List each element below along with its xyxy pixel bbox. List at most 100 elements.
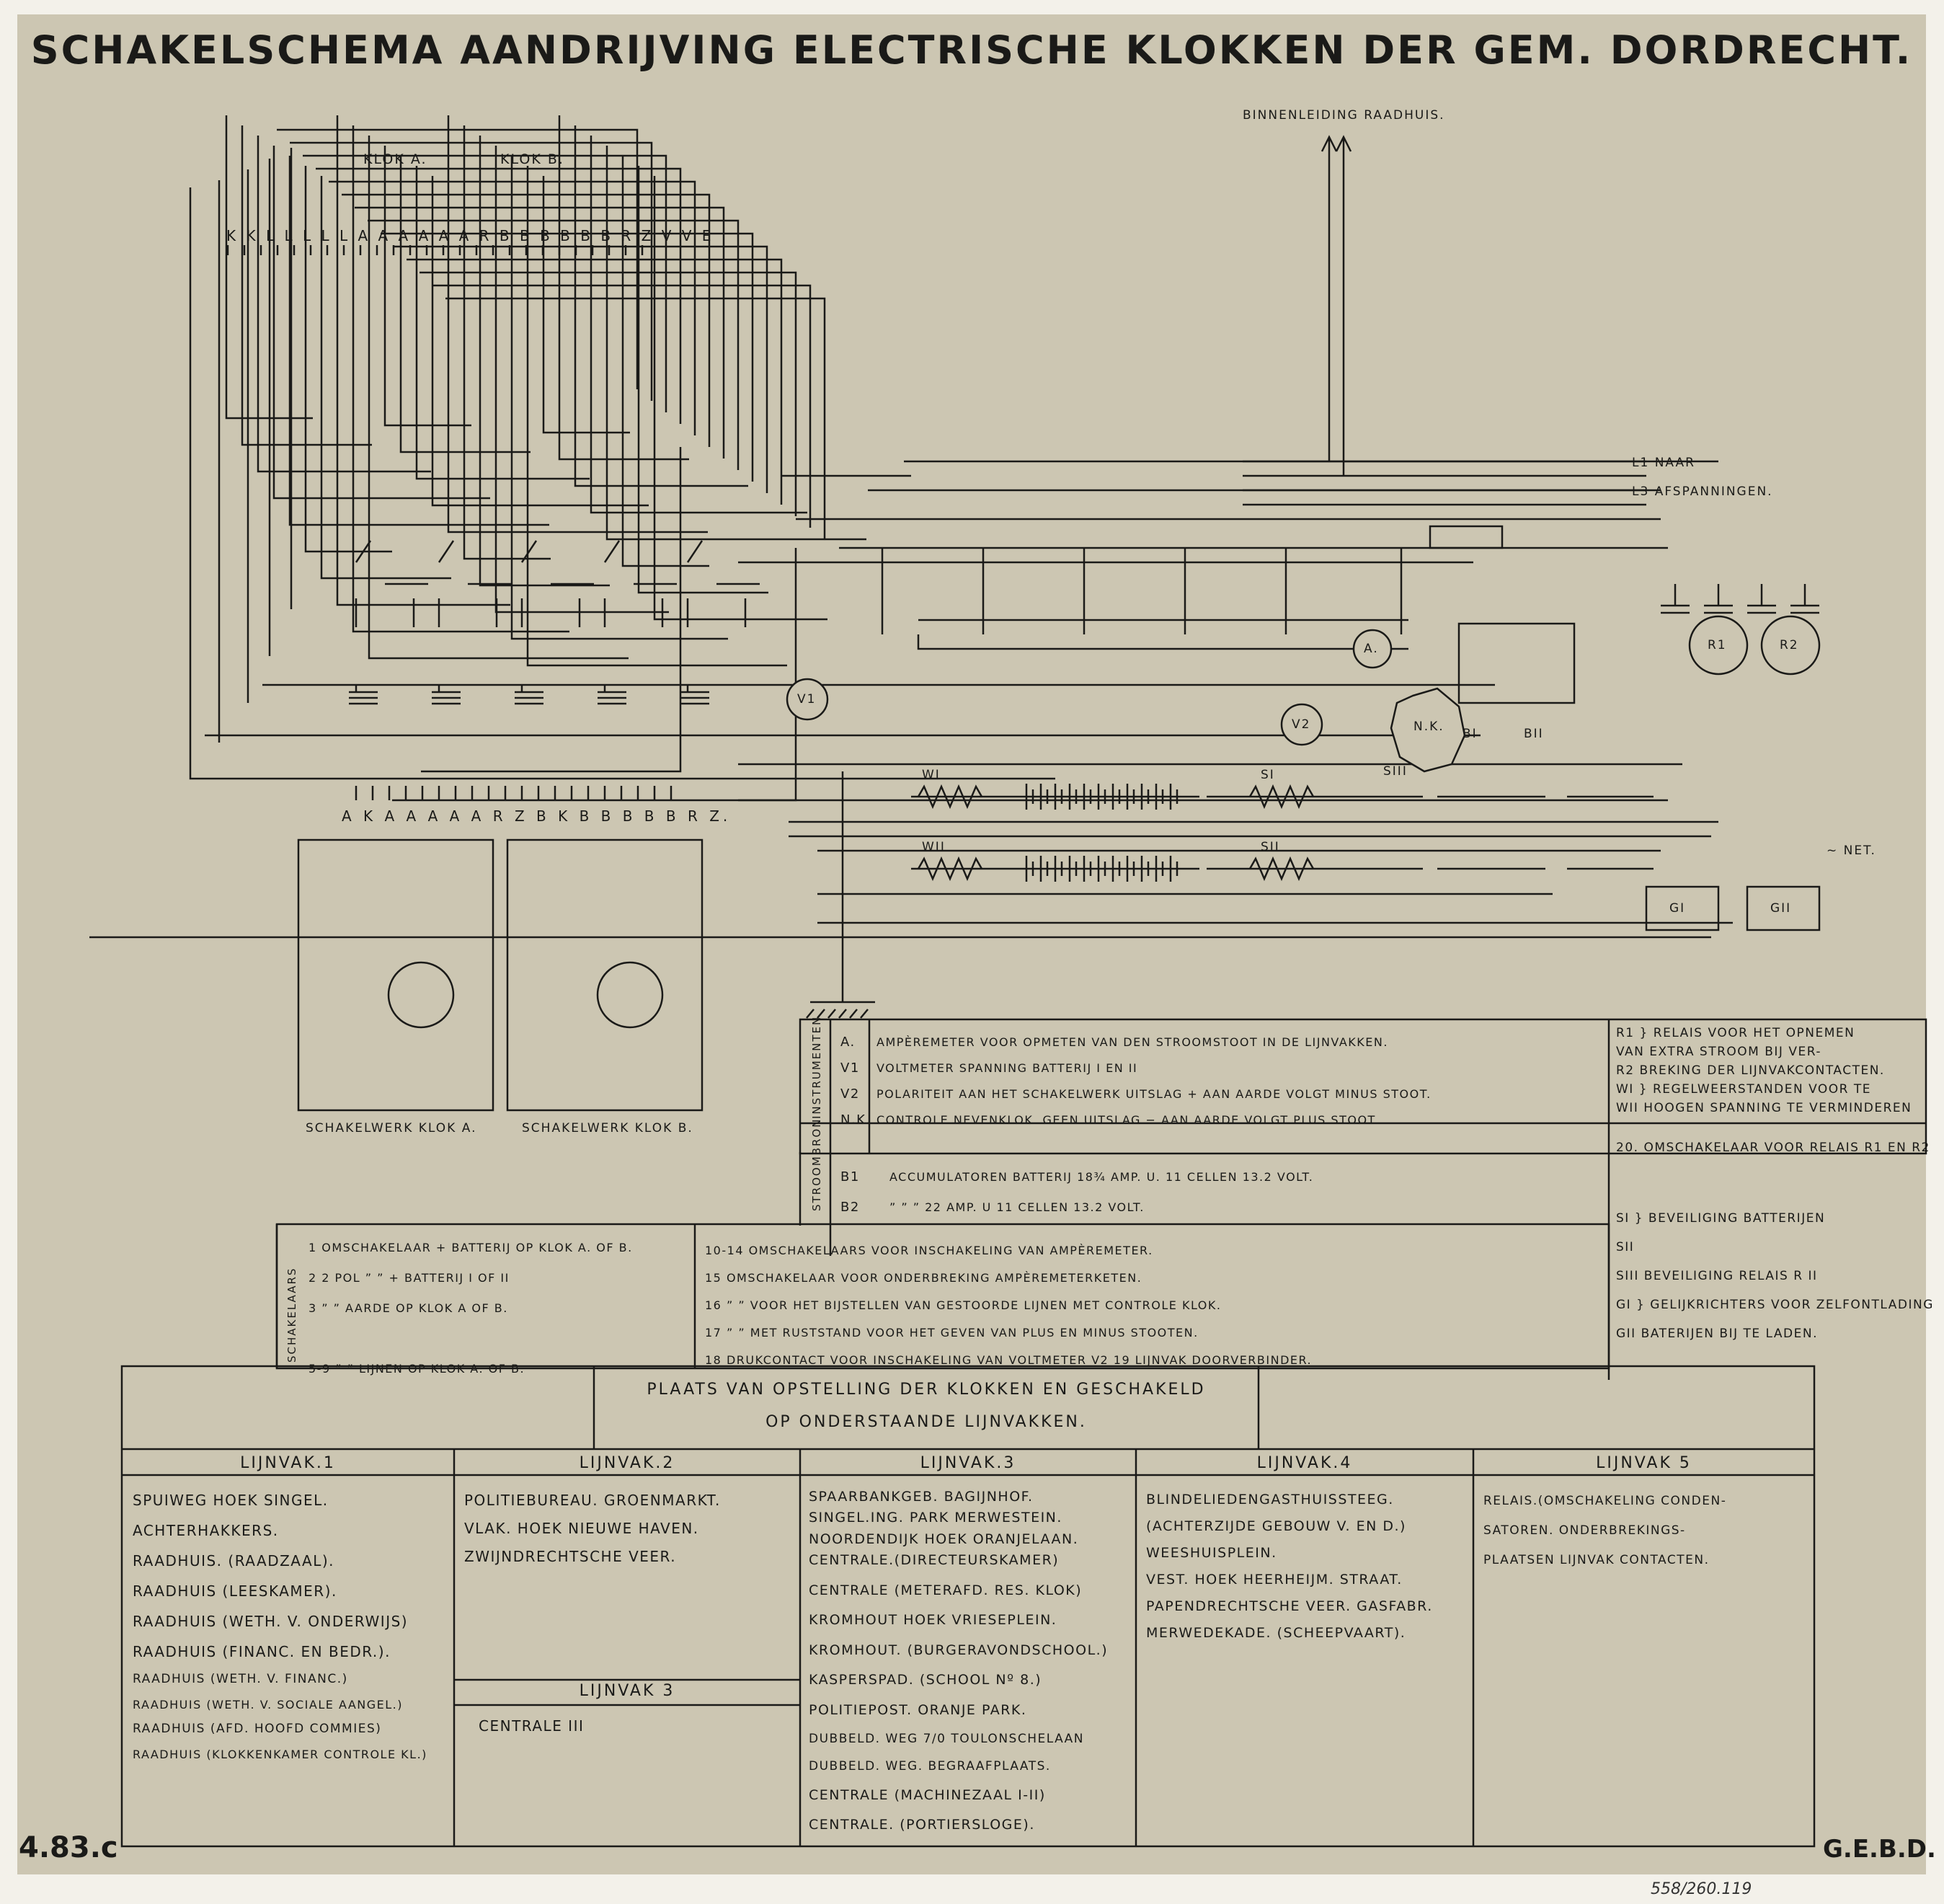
maker-initials: G.E.B.D. — [1823, 1835, 1936, 1864]
sub-row-centrale: CENTRALE III — [479, 1717, 585, 1735]
legend-text: POLARITEIT AAN HET SCHAKELWERK UITSLAG +… — [876, 1087, 1432, 1101]
list-item: RAADHUIS. (RAADZAAL). — [133, 1552, 335, 1569]
column-lijnvak-4: BLINDELIEDENGASTHUISSTEEG. (ACHTERZIJDE … — [1146, 1487, 1433, 1647]
label-s2: SII — [1261, 840, 1280, 854]
label-nk: N.K. — [1413, 719, 1444, 734]
label-r2: R2 — [1780, 638, 1799, 652]
list-item: CENTRALE. (PORTIERSLOGE). — [809, 1817, 1035, 1833]
list-item: VLAK. HOEK NIEUWE HAVEN. — [464, 1520, 699, 1537]
list-item: SINGEL.ING. PARK MERWESTEIN. — [809, 1510, 1062, 1526]
drawing-sheet: SCHAKELSCHEMA AANDRIJVING ELECTRISCHE KL… — [17, 14, 1936, 1874]
legend-text: VAN EXTRA STROOM BIJ VER- — [1616, 1045, 1821, 1059]
legend-key: V2 — [840, 1086, 860, 1102]
label-g1: GI — [1669, 901, 1686, 916]
label-naar: L1 NAAR — [1632, 456, 1695, 470]
voltmeter-v2-symbol — [1280, 703, 1323, 746]
list-item: KROMHOUT. (BURGERAVONDSCHOOL.) — [809, 1642, 1109, 1658]
label-binnenleiding: BINNENLEIDING RAADHUIS. — [1243, 108, 1445, 123]
column-lijnvak-3: SPAARBANKGEB. BAGIJNHOF. SINGEL.ING. PAR… — [809, 1487, 1108, 1836]
legend-text: 16 ” ” VOOR HET BIJSTELLEN VAN GESTOORDE… — [705, 1298, 1222, 1312]
label-klok-a: KLOK A. — [363, 151, 427, 167]
list-item: WEESHUISPLEIN. — [1146, 1545, 1277, 1562]
list-item: KROMHOUT HOEK VRIESEPLEIN. — [809, 1612, 1057, 1629]
list-item: POLITIEPOST. ORANJE PARK. — [809, 1701, 1027, 1718]
list-item: ZWIJNDRECHTSCHE VEER. — [464, 1548, 677, 1565]
terminal-ticks — [226, 245, 673, 800]
page-title: SCHAKELSCHEMA AANDRIJVING ELECTRISCHE KL… — [30, 27, 1913, 73]
legend-tag-schakelaars: SCHAKELAARS — [285, 1267, 298, 1363]
label-ammeter: A. — [1364, 642, 1379, 656]
legend-text: 5-9 ” ” LIJNEN OP KLOK A. OF B. — [309, 1362, 525, 1376]
column-lijnvak-2: POLITIEBUREAU. GROENMARKT. VLAK. HOEK NI… — [464, 1487, 721, 1571]
legend-text: GII BATERIJEN BIJ TE LADEN. — [1616, 1327, 1818, 1341]
list-item: RAADHUIS (LEESKAMER). — [133, 1582, 337, 1600]
drawing-number: 4.83.c — [19, 1831, 118, 1864]
list-item: RAADHUIS (AFD. HOOFD COMMIES) — [133, 1722, 382, 1737]
battery-cells — [1025, 784, 1179, 882]
fuse-s2 — [1248, 856, 1315, 882]
table-heading-1: PLAATS VAN OPSTELLING DER KLOKKEN EN GES… — [647, 1381, 1206, 1399]
list-item: PAPENDRECHTSCHE VEER. GASFABR. — [1146, 1598, 1433, 1615]
table-heading-2: OP ONDERSTAANDE LIJNVAKKEN. — [765, 1413, 1087, 1431]
list-item: NOORDENDIJK HOEK ORANJELAAN. — [809, 1531, 1079, 1547]
col-header-lijnvak-2: LIJNVAK.2 — [579, 1454, 675, 1472]
legend-switches-right: 10-14 OMSCHAKELAARS VOOR INSCHAKELING VA… — [705, 1237, 1312, 1374]
legend-key: A. — [840, 1035, 856, 1050]
legend-relais: R1 } RELAIS VOOR HET OPNEMEN VAN EXTRA S… — [1616, 1024, 1912, 1117]
list-item: SPUIWEG HOEK SINGEL. — [133, 1492, 329, 1509]
legend-text: 2 2 POL ” ” + BATTERIJ I OF II — [309, 1271, 510, 1285]
label-net: ~ NET. — [1827, 843, 1876, 858]
list-item: BLINDELIEDENGASTHUISSTEEG. — [1146, 1492, 1394, 1507]
legend-text: CONTROLE NEVENKLOK. GEEN UITSLAG − AAN A… — [876, 1113, 1380, 1127]
label-afspanningen: L3 AFSPANNINGEN. — [1632, 484, 1773, 499]
legend-text: 1 OMSCHAKELAAR + BATTERIJ OP KLOK A. OF … — [309, 1241, 633, 1254]
voltmeter-v1-symbol — [786, 678, 829, 721]
legend-key: V1 — [840, 1061, 860, 1076]
legend-text: 18 DRUKCONTACT VOOR INSCHAKELING VAN VOL… — [705, 1353, 1313, 1367]
terminal-row-top: K K L L L L L A A A A A A R B B B B B B … — [226, 227, 714, 244]
battery-row-1 — [911, 795, 1654, 870]
list-item: MERWEDEKADE. (SCHEEPVAART). — [1146, 1625, 1406, 1642]
legend-instrument-keys: A. V1 V2 N.K. — [840, 1030, 871, 1133]
legend-text: 15 OMSCHAKELAAR VOOR ONDERBREKING AMPÈRE… — [705, 1271, 1142, 1285]
label-schakelwerk-b: SCHAKELWERK KLOK B. — [522, 1121, 693, 1135]
legend-beveiliging: SI } BEVEILIGING BATTERIJEN SII SIII BEV… — [1616, 1204, 1934, 1348]
legend-tag-instrumenten: INSTRUMENTEN — [810, 1015, 823, 1119]
label-w2: WII — [922, 840, 946, 854]
legend-text: 17 ” ” MET RUSTSTAND VOOR HET GEVEN VAN … — [705, 1326, 1199, 1340]
label-r1: R1 — [1708, 638, 1727, 652]
list-item: RELAIS.(OMSCHAKELING CONDEN- — [1483, 1494, 1727, 1508]
label-v2: V2 — [1292, 717, 1311, 732]
label-schakelwerk-a: SCHAKELWERK KLOK A. — [306, 1121, 477, 1135]
ammeter-symbol — [1352, 629, 1393, 669]
relay-r1-symbol — [1688, 615, 1749, 676]
legend-switches-left: 1 OMSCHAKELAAR + BATTERIJ OP KLOK A. OF … — [309, 1233, 633, 1384]
circuit-diagram — [89, 115, 1927, 1848]
label-klok-b: KLOK B. — [500, 151, 564, 167]
list-item: RAADHUIS (WETH. V. FINANC.) — [133, 1672, 348, 1686]
legend-tag-stroombron: STROOMBRON — [810, 1117, 823, 1211]
list-item: DUBBELD. WEG 7/0 TOULONSCHELAAN — [809, 1731, 1085, 1746]
list-item: CENTRALE.(DIRECTEURSKAMER) — [809, 1552, 1060, 1569]
label-b1: BI — [1463, 727, 1478, 741]
label-s3: SIII — [1383, 764, 1408, 779]
legend-source-keys: B1 B2 — [840, 1162, 860, 1223]
col-header-lijnvak-3: LIJNVAK.3 — [920, 1454, 1016, 1472]
legend-text: ACCUMULATOREN BATTERIJ 18¾ AMP. U. 11 CE… — [889, 1170, 1314, 1184]
legend-text: WI } REGELWEERSTANDEN VOOR TE — [1616, 1082, 1872, 1097]
terminal-row-bottom: A K A A A A A R Z B K B B B B B R Z. — [342, 807, 732, 825]
resistor-w1 — [917, 784, 983, 810]
label-v1: V1 — [797, 692, 817, 707]
legend-text: 3 ” ” AARDE OP KLOK A OF B. — [309, 1301, 508, 1315]
list-item: RAADHUIS (WETH. V. SOCIALE AANGEL.) — [133, 1697, 403, 1712]
relay-r2-symbol — [1760, 615, 1821, 676]
list-item: SATOREN. ONDERBREKINGS- — [1483, 1523, 1686, 1538]
legend-text: VOLTMETER SPANNING BATTERIJ I EN II — [876, 1061, 1138, 1075]
list-item: POLITIEBUREAU. GROENMARKT. — [464, 1492, 721, 1509]
list-item: CENTRALE (MACHINEZAAL I-II) — [809, 1786, 1046, 1803]
legend-text: SI } BEVEILIGING BATTERIJEN — [1616, 1211, 1826, 1226]
legend-text: AMPÈREMETER VOOR OPMETEN VAN DEN STROOMS… — [876, 1035, 1388, 1049]
list-item: VEST. HOEK HEERHEIJM. STRAAT. — [1146, 1572, 1403, 1588]
legend-text: 10-14 OMSCHAKELAARS VOOR INSCHAKELING VA… — [705, 1244, 1153, 1257]
legend-text: SII — [1616, 1240, 1635, 1254]
